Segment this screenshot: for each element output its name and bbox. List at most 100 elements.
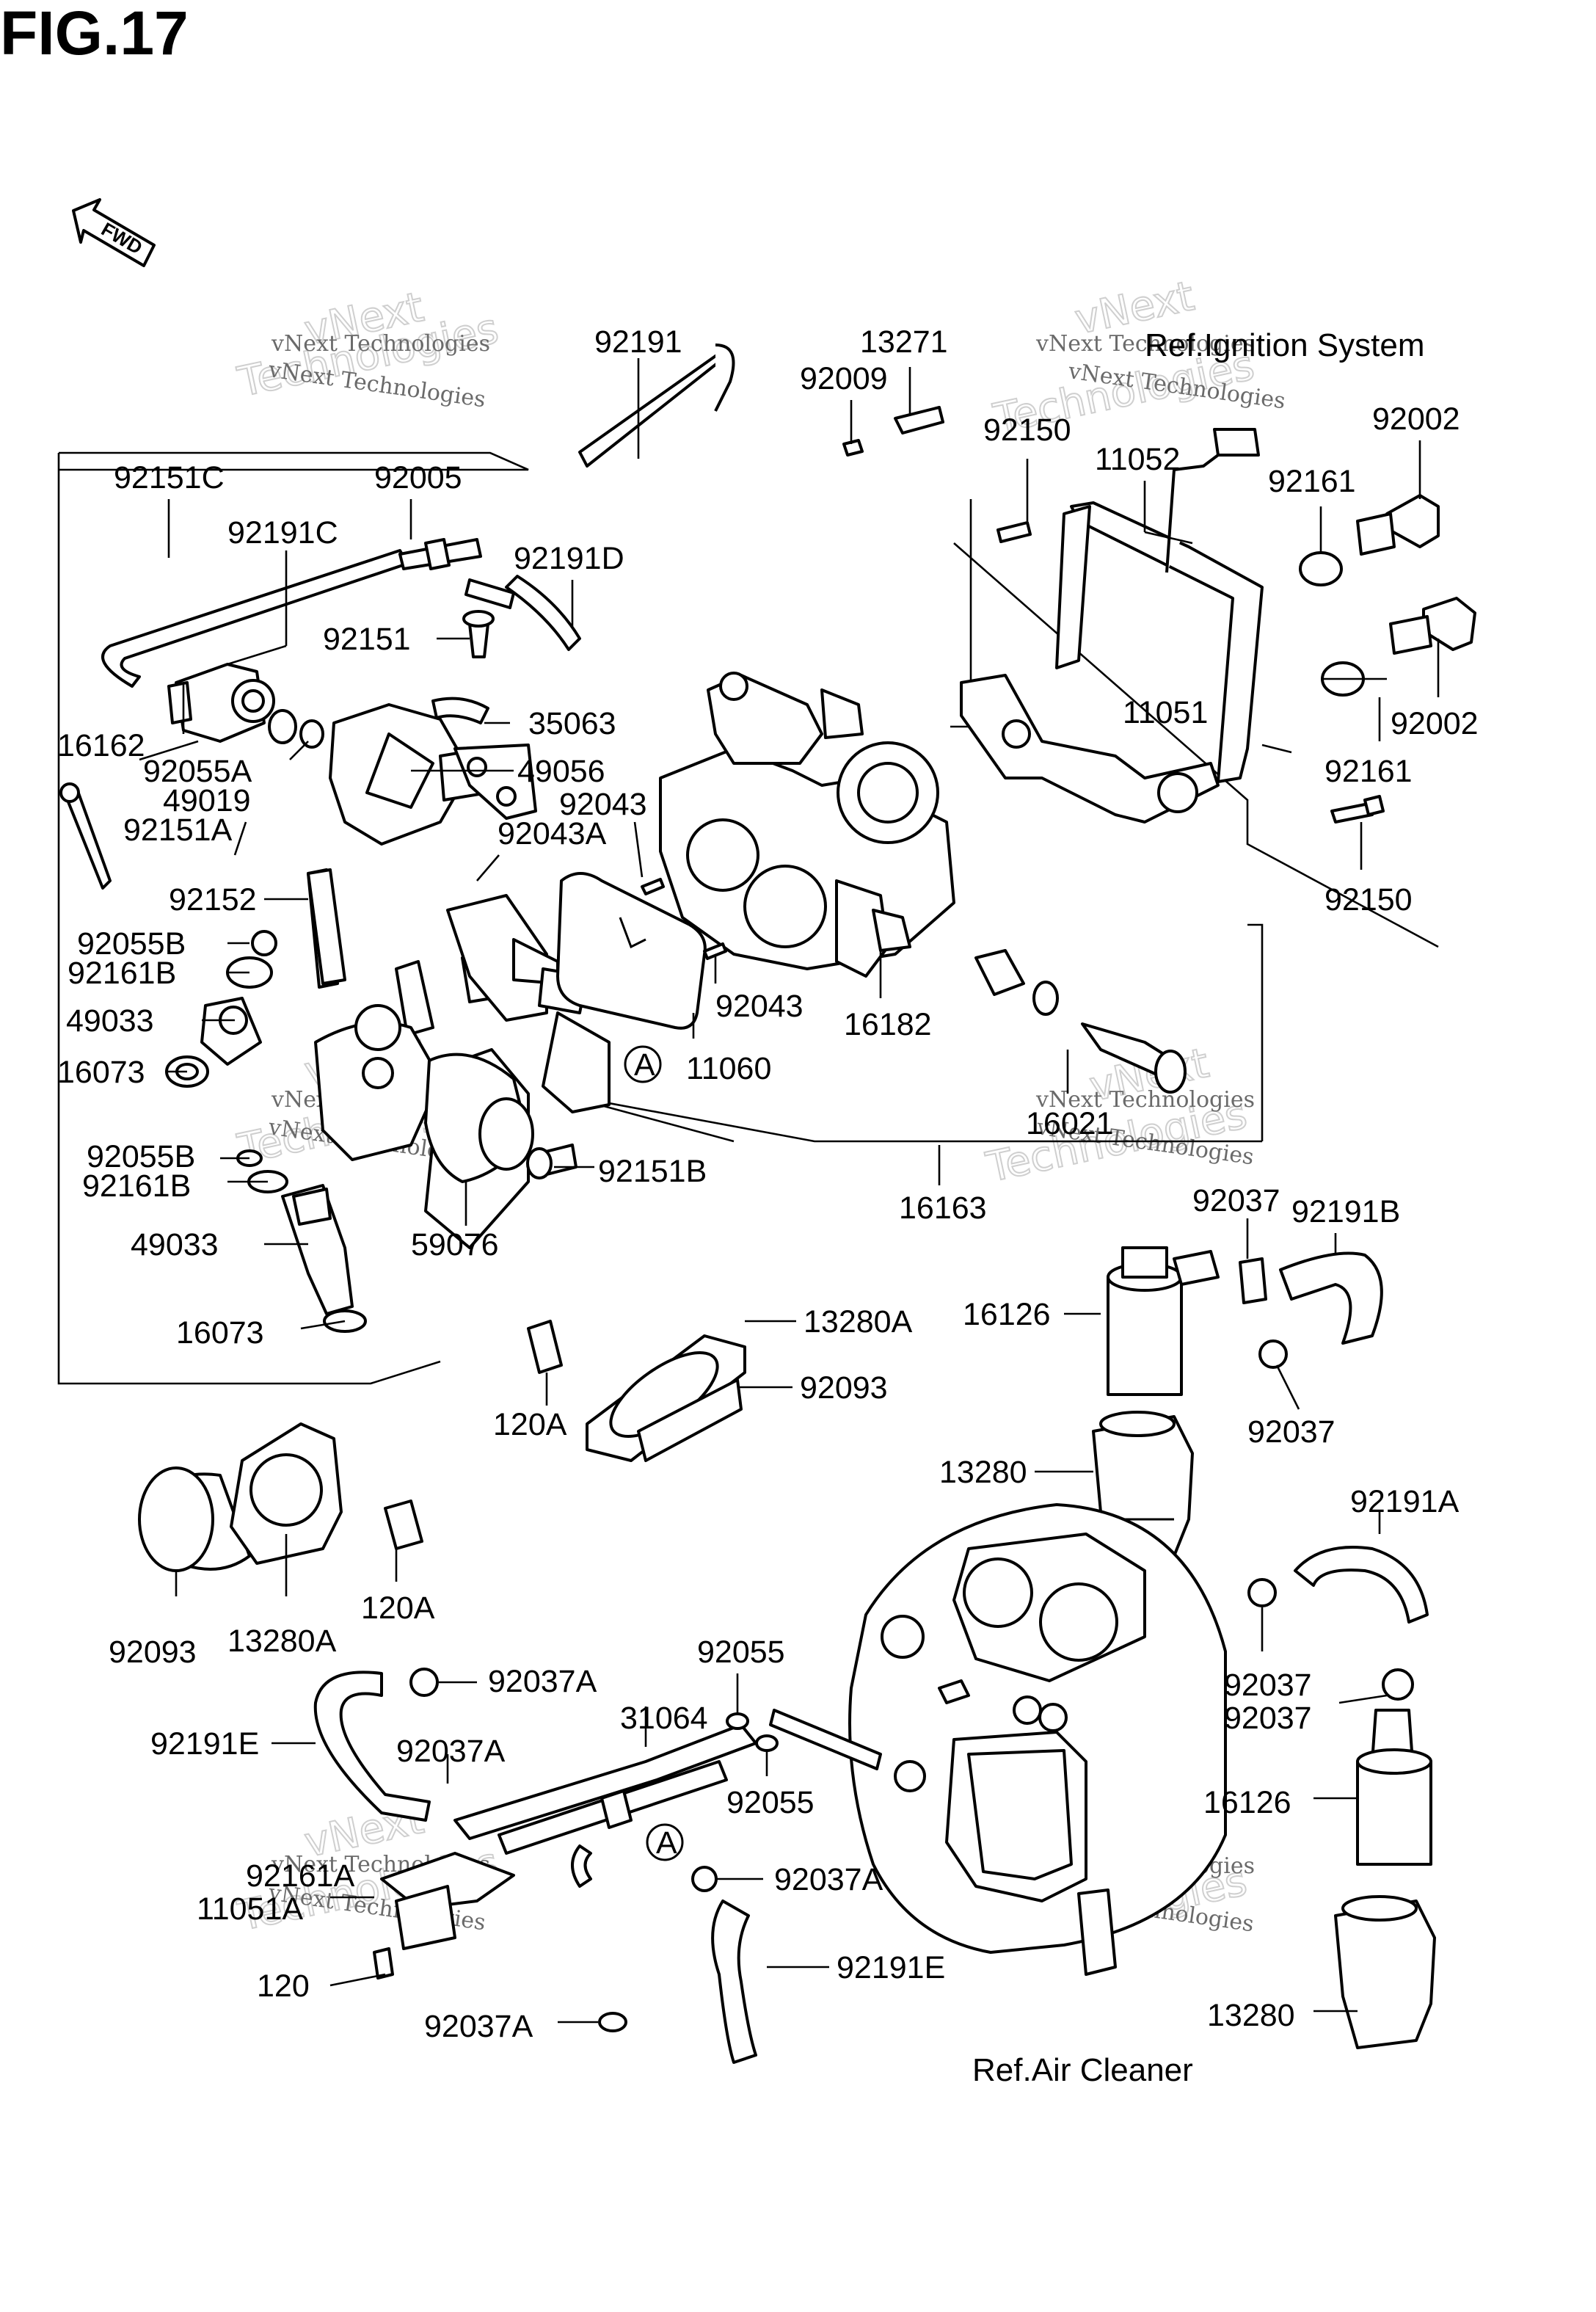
part-label: 92151: [323, 622, 411, 657]
part-label: 92191E: [837, 1950, 945, 1985]
part-label: 13271: [860, 324, 948, 360]
part-label: 92043: [715, 989, 804, 1024]
watermark-text: vNext Technologies: [1035, 1087, 1255, 1113]
part-label: 92055B: [87, 1139, 195, 1174]
part-label: 92037: [1224, 1701, 1312, 1736]
part-label: 16021: [1026, 1106, 1114, 1141]
part-label: 92151A: [123, 813, 233, 848]
clamp-92037a-lower: [598, 2012, 627, 2032]
part-label: 11051A: [197, 1891, 303, 1927]
part-label: 92161: [1268, 464, 1356, 499]
part-label: 92037A: [396, 1734, 506, 1769]
part-label: 92055A: [143, 754, 252, 789]
part-label: 92005: [374, 460, 462, 495]
part-label: 92055: [697, 1635, 785, 1670]
part-label: 11051: [1123, 695, 1208, 730]
hose-92191d: [464, 575, 581, 651]
assembly-frames: [57, 451, 1439, 1385]
throttle-body: [659, 672, 955, 978]
figure-title: FIG.17: [0, 0, 189, 68]
holder-13280a: [138, 1320, 746, 1572]
watermark-text: vNext Technologies: [1035, 331, 1255, 357]
part-label: 16162: [57, 728, 145, 763]
part-label: 49033: [66, 1003, 154, 1039]
part-label: 92152: [169, 882, 257, 917]
part-label: 92002: [1391, 706, 1479, 741]
part-label: 92191E: [150, 1726, 259, 1762]
screw-92043: [641, 878, 727, 960]
marker-a-1: A: [624, 1045, 662, 1083]
part-label: 49033: [131, 1227, 219, 1262]
part-label: 92161A: [246, 1858, 355, 1894]
part-label: 92191C: [227, 515, 338, 550]
part-label: 92151C: [114, 460, 225, 495]
part-label: 16163: [899, 1190, 987, 1226]
part-label: 92191D: [514, 541, 624, 576]
hose-92191a: [1247, 1546, 1429, 1624]
part-label: 92009: [800, 361, 888, 396]
part-label: 120A: [361, 1591, 435, 1626]
part-label: 92037A: [774, 1862, 883, 1897]
part-label: 92191A: [1350, 1484, 1460, 1519]
part-label: 92191B: [1291, 1194, 1400, 1229]
part-label: 13280A: [227, 1624, 337, 1659]
marker-a-2: A: [646, 1823, 684, 1861]
part-label: 13280: [939, 1455, 1027, 1490]
pump-16126-lower: [1356, 1668, 1432, 1866]
part-label: 120A: [493, 1407, 567, 1442]
part-label: 120: [257, 1969, 310, 2004]
bracket-11051a: [373, 1852, 515, 1980]
part-label: 92093: [109, 1635, 197, 1670]
ref-ignition-label: Ref.Ignition System: [1145, 327, 1425, 363]
air-cleaner-plate: [848, 1503, 1227, 1976]
part-label: 92161: [1324, 754, 1413, 789]
hose-92191: [578, 343, 735, 468]
part-label: 92055: [726, 1785, 815, 1820]
part-label: 92150: [983, 412, 1071, 448]
part-label: 92191: [594, 324, 682, 360]
bolt-92151a: [59, 782, 112, 890]
part-label: 92037: [1192, 1183, 1280, 1218]
part-label: 92037: [1247, 1414, 1336, 1450]
idle-screw-16021: [974, 949, 1187, 1094]
hose-92191c: [101, 538, 482, 688]
hose-92191e-right: [691, 1866, 757, 2064]
watermark-text: vNext Technologies: [271, 331, 490, 357]
part-label: 35063: [528, 706, 616, 741]
bracket-49056: [431, 610, 537, 820]
ref-air-cleaner-label: Ref.Air Cleaner: [972, 2052, 1193, 2088]
part-label: 92161B: [82, 1168, 191, 1204]
clip-13271: [842, 406, 944, 457]
part-label: 16182: [844, 1007, 932, 1042]
part-label: 11052: [1095, 442, 1180, 477]
part-label: 92043: [559, 787, 647, 822]
pump-16126-upper: [1107, 1246, 1383, 1396]
part-label: 16126: [963, 1297, 1051, 1332]
forward-arrow-icon: FWD: [72, 198, 156, 267]
part-label: 59076: [411, 1227, 499, 1262]
part-label: 92037A: [488, 1664, 597, 1699]
marker-a-label: A: [634, 1047, 655, 1083]
hose-92191e-left: [313, 1668, 439, 1822]
part-label: 49019: [163, 783, 251, 818]
part-label: 16073: [176, 1315, 264, 1351]
part-label: 92037: [1224, 1668, 1312, 1703]
part-label: 92037A: [424, 2009, 533, 2044]
part-label: 13280: [1207, 1998, 1295, 2033]
part-label: 92002: [1372, 401, 1460, 437]
part-labels: 92191 13271 92009 92150 11052 Ref.Igniti…: [57, 324, 1479, 2088]
part-label: 92055B: [77, 926, 186, 961]
part-label: 92150: [1324, 882, 1413, 917]
part-label: 92043A: [498, 816, 607, 851]
pipe-31064: [453, 1709, 882, 1888]
marker-a-label: A: [656, 1825, 677, 1861]
bracket-11052: [960, 428, 1476, 824]
part-label: 92093: [800, 1370, 888, 1406]
part-label: 13280A: [804, 1304, 913, 1339]
part-label: 49056: [517, 754, 605, 789]
leader-lines: [139, 358, 1440, 2024]
part-label: 92151B: [598, 1154, 707, 1189]
gasket-11060: [556, 872, 707, 1030]
injector-49033-lower: [236, 1149, 367, 1333]
